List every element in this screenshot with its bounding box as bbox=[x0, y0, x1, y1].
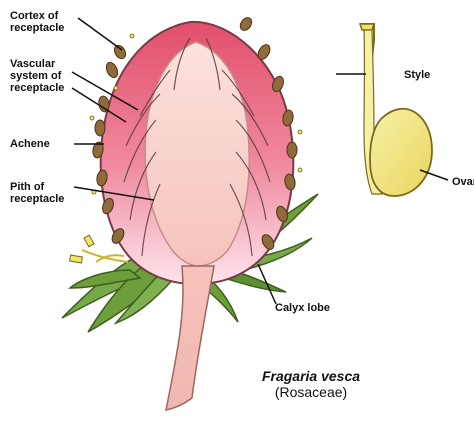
stigma bbox=[360, 24, 374, 30]
family-name: (Rosaceae) bbox=[236, 384, 386, 400]
cortex-label: Cortex of receptacle bbox=[10, 10, 64, 34]
ovary bbox=[370, 109, 432, 196]
style-label: Style bbox=[404, 69, 430, 81]
pith-label: Pith of receptacle bbox=[10, 181, 64, 205]
vascular-label: Vascular system of receptacle bbox=[10, 58, 64, 94]
receptacle bbox=[90, 15, 302, 410]
species-name: Fragaria vesca bbox=[236, 368, 386, 384]
ovary-label: Ovary bbox=[452, 176, 474, 188]
species-caption: Fragaria vesca (Rosaceae) bbox=[236, 368, 386, 400]
calyx-label: Calyx lobe bbox=[275, 302, 330, 314]
stalk bbox=[166, 266, 214, 410]
achene-label: Achene bbox=[10, 138, 50, 150]
